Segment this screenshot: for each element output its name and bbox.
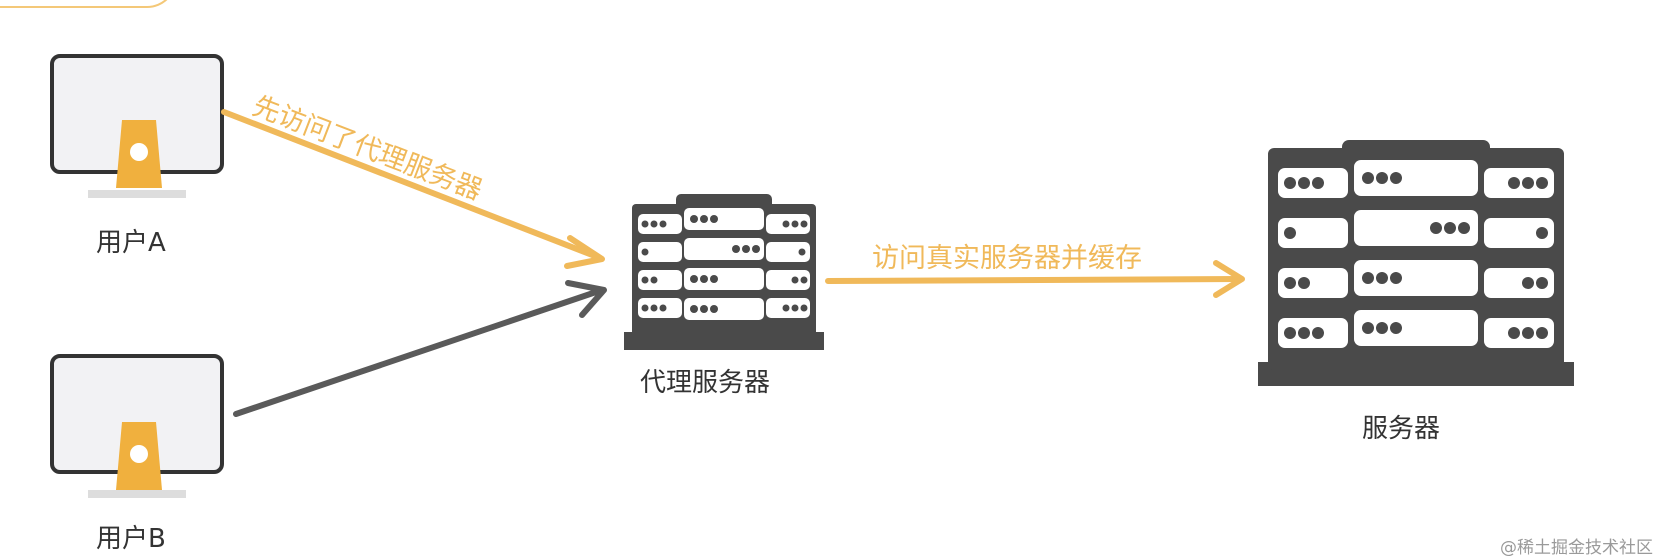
proxy-server-label: 代理服务器	[640, 368, 771, 398]
computer-icon-user-b	[50, 354, 224, 498]
computer-icon-user-a	[50, 54, 224, 198]
arrow-user-b-to-proxy	[233, 280, 607, 417]
server-icon	[1258, 140, 1574, 386]
server-label: 服务器	[1362, 414, 1441, 444]
arrow-proxy-to-server	[825, 260, 1245, 298]
user-b-label: 用户B	[96, 524, 166, 554]
arrow-user-a-to-proxy	[221, 109, 605, 269]
edge-label-proxy-to-server: 访问真实服务器并缓存	[872, 243, 1142, 274]
watermark: @稀土掘金技术社区	[1500, 538, 1653, 558]
proxy-server-icon	[624, 194, 824, 350]
user-a-label: 用户A	[96, 228, 166, 258]
